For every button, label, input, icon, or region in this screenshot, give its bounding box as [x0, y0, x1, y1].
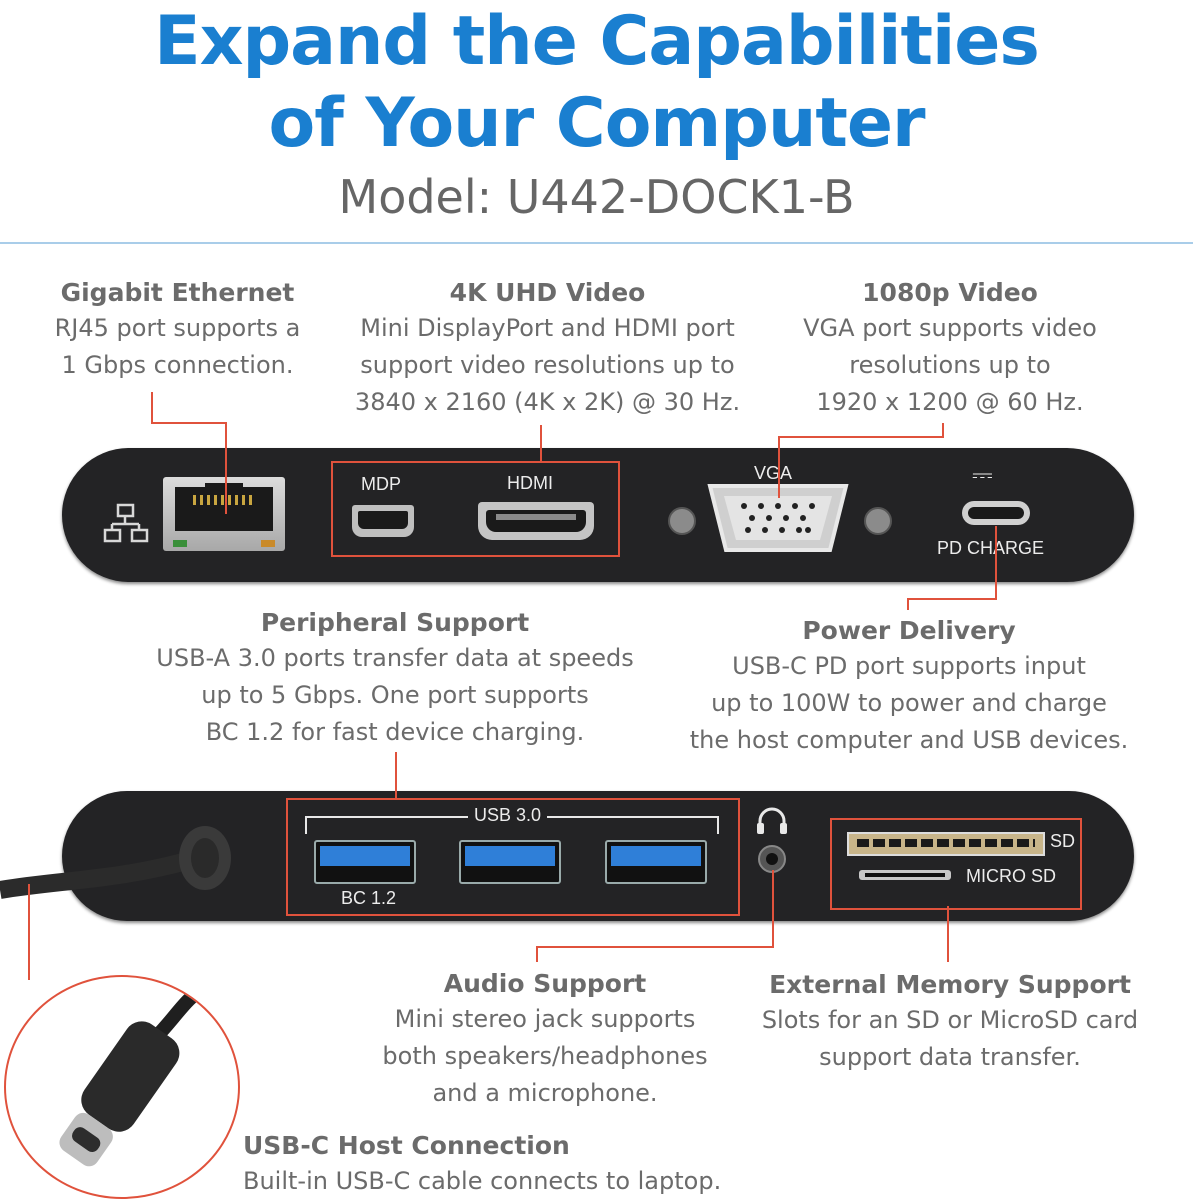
page-title-line2: of Your Computer: [268, 84, 925, 163]
caption-host-connection: USB-C Host Connection Built-in USB-C cab…: [243, 1129, 803, 1200]
pd-charge-label: PD CHARGE: [937, 538, 1045, 558]
bc12-label: BC 1.2: [341, 888, 397, 908]
usb-a-port-2: [459, 840, 561, 884]
mdp-label: MDP: [361, 474, 401, 494]
caption-host-connection-body: Built-in USB-C cable connects to laptop.: [243, 1167, 722, 1195]
callout-audio-line-c: [536, 946, 538, 962]
vga-label: VGA: [754, 463, 793, 483]
dock-rear-panel: [62, 791, 1134, 921]
usb-ports-highlight: [286, 798, 740, 916]
caption-ethernet: Gigabit Ethernet RJ45 port supports a 1 …: [30, 276, 325, 384]
vga-screw-right: [864, 507, 892, 535]
microsd-card-slot: [859, 870, 951, 880]
caption-4k-video-title: 4K UHD Video: [449, 278, 646, 307]
caption-ethernet-body: RJ45 port supports a 1 Gbps connection.: [54, 314, 301, 379]
callout-pd-line-c: [907, 598, 909, 610]
audio-jack: [758, 845, 786, 873]
usb-c-connector-closeup: [4, 975, 240, 1199]
caption-power-delivery-title: Power Delivery: [802, 616, 1016, 645]
caption-memory: External Memory Support Slots for an SD …: [748, 968, 1152, 1076]
video-ports-highlight: [331, 461, 620, 557]
caption-audio-body: Mini stereo jack supports both speakers/…: [382, 1005, 708, 1107]
usb-30-label: USB 3.0: [468, 805, 548, 826]
caption-1080p-video-title: 1080p Video: [862, 278, 1038, 307]
micro-sd-label: MICRO SD: [966, 866, 1056, 886]
callout-video-line: [540, 425, 542, 462]
callout-pd-line-b: [907, 598, 997, 600]
callout-ethernet-line-b: [151, 422, 227, 424]
callout-vga-line-b: [778, 436, 944, 438]
headphones-icon: [757, 807, 787, 834]
mini-displayport: [352, 505, 414, 537]
pd-dc-symbol-icon: ⎓: [972, 459, 993, 489]
caption-memory-title: External Memory Support: [769, 970, 1131, 999]
caption-audio-title: Audio Support: [443, 969, 647, 998]
caption-power-delivery: Power Delivery USB-C PD port supports in…: [668, 614, 1150, 759]
callout-pd-line-a: [995, 526, 997, 600]
caption-4k-video: 4K UHD Video Mini DisplayPort and HDMI p…: [330, 276, 765, 421]
caption-peripheral: Peripheral Support USB-A 3.0 ports trans…: [140, 606, 650, 751]
usb-c-connector-icon: [59, 980, 210, 1167]
callout-host-line: [28, 884, 30, 980]
caption-audio: Audio Support Mini stereo jack supports …: [350, 967, 740, 1112]
caption-peripheral-body: USB-A 3.0 ports transfer data at speeds …: [156, 644, 634, 746]
caption-1080p-video-body: VGA port supports video resolutions up t…: [803, 314, 1097, 416]
callout-vga-line-a: [942, 423, 944, 438]
callout-ethernet-line-a: [151, 392, 153, 424]
sd-card-slot: [847, 832, 1045, 856]
vga-screw-left: [668, 507, 696, 535]
caption-1080p-video: 1080p Video VGA port supports video reso…: [780, 276, 1120, 421]
callout-ethernet-line-c: [225, 422, 227, 514]
model-number: Model: U442-DOCK1-B: [338, 170, 855, 224]
card-slots-highlight: [830, 818, 1082, 910]
sd-label: SD: [1050, 831, 1076, 851]
rj45-port: [163, 477, 285, 551]
caption-memory-body: Slots for an SD or MicroSD card support …: [761, 1006, 1139, 1071]
callout-usb-line: [395, 752, 397, 798]
hdmi-label: HDMI: [507, 473, 553, 493]
callout-audio-line-b: [536, 946, 774, 948]
usb-a-port-1: [314, 840, 416, 884]
header-divider: [0, 242, 1193, 244]
caption-peripheral-title: Peripheral Support: [260, 608, 530, 637]
hdmi-port: [478, 502, 594, 540]
usb-c-pd-port: [962, 501, 1030, 525]
caption-host-connection-title: USB-C Host Connection: [243, 1131, 570, 1160]
caption-power-delivery-body: USB-C PD port supports input up to 100W …: [689, 652, 1129, 754]
vga-port: [707, 484, 849, 552]
callout-audio-line-a: [772, 870, 774, 948]
callout-memory-line: [947, 906, 949, 962]
network-icon: [103, 503, 149, 543]
usb-c-cable: [0, 826, 231, 899]
caption-ethernet-title: Gigabit Ethernet: [60, 278, 295, 307]
usb-a-port-3: [605, 840, 707, 884]
callout-vga-line-c: [778, 436, 780, 498]
caption-4k-video-body: Mini DisplayPort and HDMI port support v…: [354, 314, 741, 416]
page-title-line1: Expand the Capabilities: [154, 2, 1040, 81]
